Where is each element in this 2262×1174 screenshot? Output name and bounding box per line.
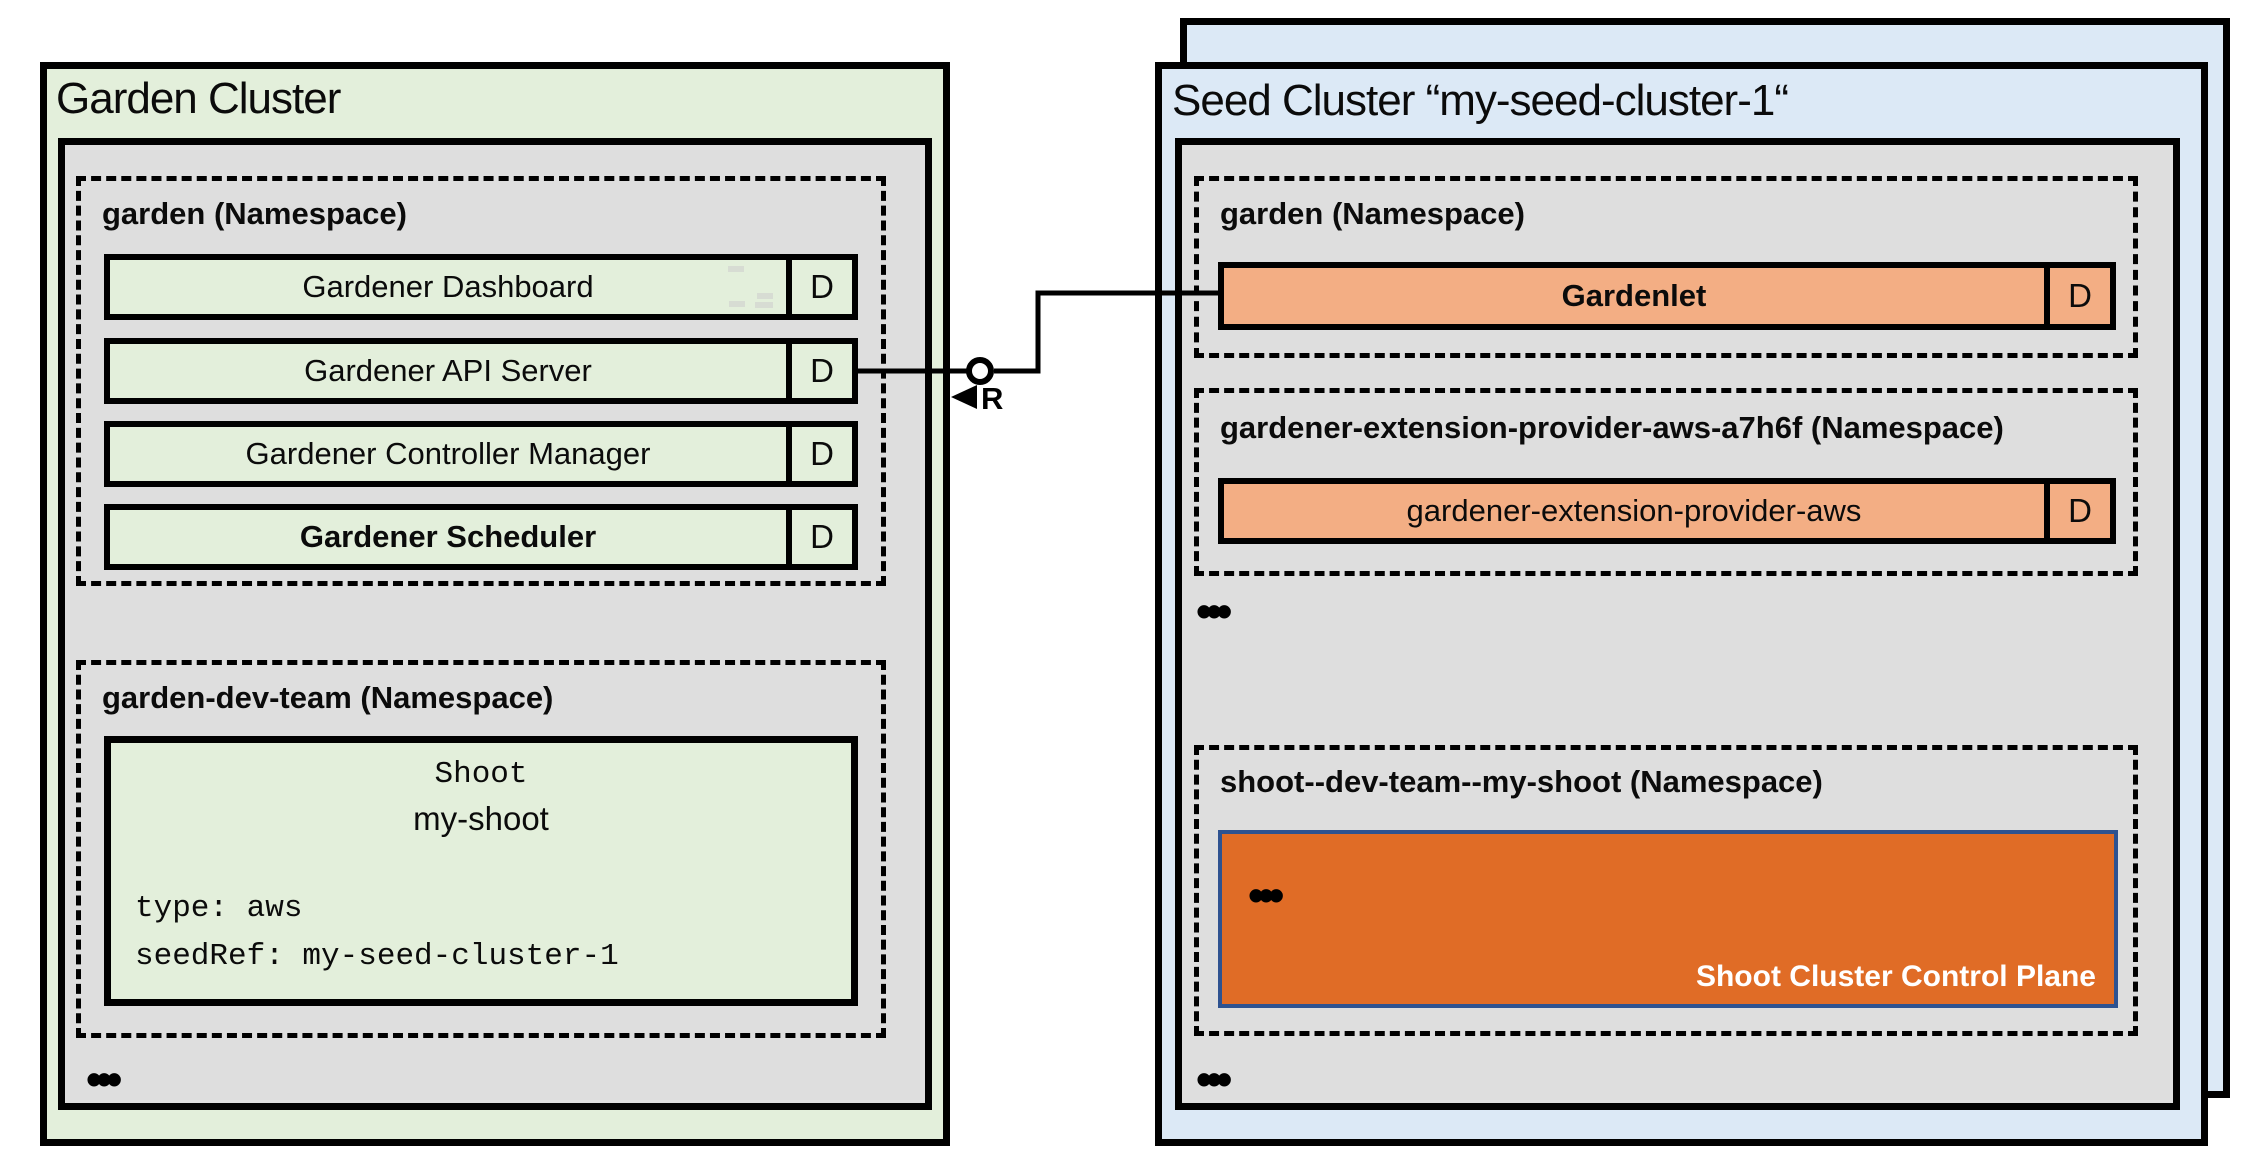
component-row-gardenlet: Gardenlet D <box>1218 262 2116 330</box>
artifact-dash <box>729 301 745 307</box>
shoot-resource-card: Shoot my-shoot type: aws seedRef: my-see… <box>104 736 858 1006</box>
component-label: gardener-extension-provider-aws <box>1406 493 1862 528</box>
component-row-gardener-scheduler: Gardener Scheduler D <box>104 504 858 570</box>
component-label: Gardenlet <box>1561 278 1707 313</box>
deployment-badge: D <box>2044 484 2110 538</box>
deployment-badge: D <box>2044 268 2110 324</box>
namespace-label-garden-dev-team: garden-dev-team (Namespace) <box>102 680 554 715</box>
seed-cluster-ellipsis-bottom: ••• <box>1196 1053 1232 1105</box>
artifact-dash <box>755 302 773 308</box>
garden-cluster-ellipsis: ••• <box>86 1053 122 1105</box>
component-label: Gardener Controller Manager <box>245 436 651 471</box>
namespace-box-seed-garden <box>1194 176 2138 358</box>
connector-relation-label: R <box>981 381 1003 416</box>
shoot-spec-line-seedref: seedRef: my-seed-cluster-1 <box>135 939 619 974</box>
shoot-resource-spec: type: aws seedRef: my-seed-cluster-1 <box>111 885 851 999</box>
component-row-gardener-extension-provider-aws: gardener-extension-provider-aws D <box>1218 478 2116 544</box>
deployment-badge: D <box>786 260 852 314</box>
shoot-resource-kind: Shoot <box>434 757 528 792</box>
connector-circle <box>966 357 994 385</box>
deployment-badge: D <box>786 344 852 398</box>
shoot-resource-name: my-shoot <box>413 800 549 837</box>
seed-cluster-ellipsis-mid: ••• <box>1196 585 1232 637</box>
control-plane-label: Shoot Cluster Control Plane <box>1695 960 2096 993</box>
seed-cluster-title: Seed Cluster “my-seed-cluster-1“ <box>1172 76 1789 125</box>
garden-cluster-title: Garden Cluster <box>56 74 341 123</box>
deployment-badge: D <box>786 427 852 481</box>
control-plane-ellipsis: ••• <box>1248 869 1284 921</box>
connector-arrow-left-icon <box>951 385 977 409</box>
component-row-gardener-api-server: Gardener API Server D <box>104 338 858 404</box>
shoot-cluster-control-plane-box: ••• Shoot Cluster Control Plane <box>1218 830 2118 1008</box>
component-label: Gardener API Server <box>304 353 592 388</box>
component-label: Gardener Dashboard <box>302 269 594 304</box>
artifact-dash <box>728 266 744 272</box>
namespace-box-garden-dev-team <box>76 660 886 1038</box>
component-label: Gardener Scheduler <box>299 519 597 554</box>
component-row-gardener-dashboard: Gardener Dashboard D <box>104 254 858 320</box>
namespace-box-shoot-dev-team-my-shoot <box>1194 745 2138 1036</box>
namespace-label-shoot-dev-team-my-shoot: shoot--dev-team--my-shoot (Namespace) <box>1220 764 1823 799</box>
namespace-box-extension-provider-aws <box>1194 388 2138 576</box>
namespace-label-garden: garden (Namespace) <box>102 196 407 231</box>
deployment-badge: D <box>786 510 852 564</box>
component-row-gardener-controller-manager: Gardener Controller Manager D <box>104 421 858 487</box>
artifact-dash <box>757 293 773 299</box>
namespace-label-seed-garden: garden (Namespace) <box>1220 196 1525 231</box>
shoot-spec-line-type: type: aws <box>135 891 303 926</box>
namespace-label-extension-provider-aws: gardener-extension-provider-aws-a7h6f (N… <box>1220 410 2004 445</box>
namespace-box-garden <box>76 176 886 586</box>
